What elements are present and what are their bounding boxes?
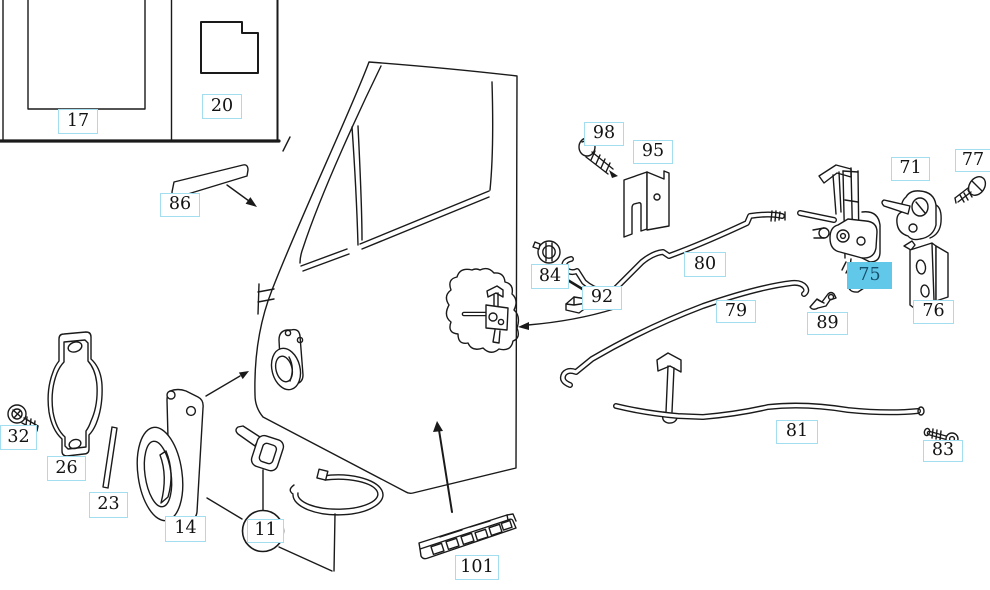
part-label-76[interactable]: 76: [913, 300, 954, 324]
part-label-101[interactable]: 101: [455, 555, 499, 580]
part-label-26[interactable]: 26: [47, 456, 86, 481]
part-76-striker-drawing: [903, 240, 949, 309]
inset-frame: [0, 0, 291, 152]
part-label-84[interactable]: 84: [531, 264, 569, 289]
part-20-vent-glass-drawing: [200, 21, 259, 74]
part-101-sill-strip-drawing: [418, 421, 517, 560]
part-81-rod-drawing: [613, 352, 925, 424]
part-label-81[interactable]: 81: [776, 420, 818, 444]
part-11-key-and-clip-drawing: [206, 425, 384, 572]
part-label-89[interactable]: 89: [807, 312, 848, 335]
part-label-86[interactable]: 86: [160, 193, 200, 217]
part-label-32[interactable]: 32: [0, 425, 37, 450]
part-label-14[interactable]: 14: [165, 516, 206, 542]
part-23-strip-drawing: [102, 426, 118, 489]
inner-lock-cutout-drawing: [445, 267, 520, 353]
door-handle-on-door-drawing: [205, 328, 304, 397]
part-89-clip-drawing: [809, 291, 837, 310]
part-79-rod-drawing: [559, 279, 810, 388]
part-label-17[interactable]: 17: [58, 109, 98, 134]
part-label-20[interactable]: 20: [202, 94, 242, 119]
part-75-door-lock-drawing: [797, 164, 881, 293]
door-outline-drawing: [254, 61, 518, 495]
part-84-grommet-drawing: [532, 240, 561, 264]
part-label-75[interactable]: 75: [847, 262, 892, 289]
part-label-11[interactable]: 11: [247, 519, 284, 543]
part-14-door-handle-drawing: [136, 388, 204, 522]
part-label-92[interactable]: 92: [582, 286, 622, 310]
part-label-83[interactable]: 83: [923, 440, 963, 462]
part-label-80[interactable]: 80: [684, 252, 726, 277]
part-label-77[interactable]: 77: [955, 149, 990, 172]
part-label-95[interactable]: 95: [633, 140, 673, 164]
part-77-screw-drawing: [954, 176, 987, 204]
part-label-23[interactable]: 23: [89, 492, 128, 518]
part-26-gasket-drawing: [47, 331, 103, 457]
part-71-lock-cylinder-drawing: [881, 190, 942, 241]
part-label-98[interactable]: 98: [584, 122, 624, 146]
part-label-79[interactable]: 79: [716, 300, 756, 323]
part-32-screw-drawing: [7, 404, 39, 432]
part-95-bracket-drawing: [623, 170, 670, 238]
part-label-71[interactable]: 71: [891, 157, 930, 181]
